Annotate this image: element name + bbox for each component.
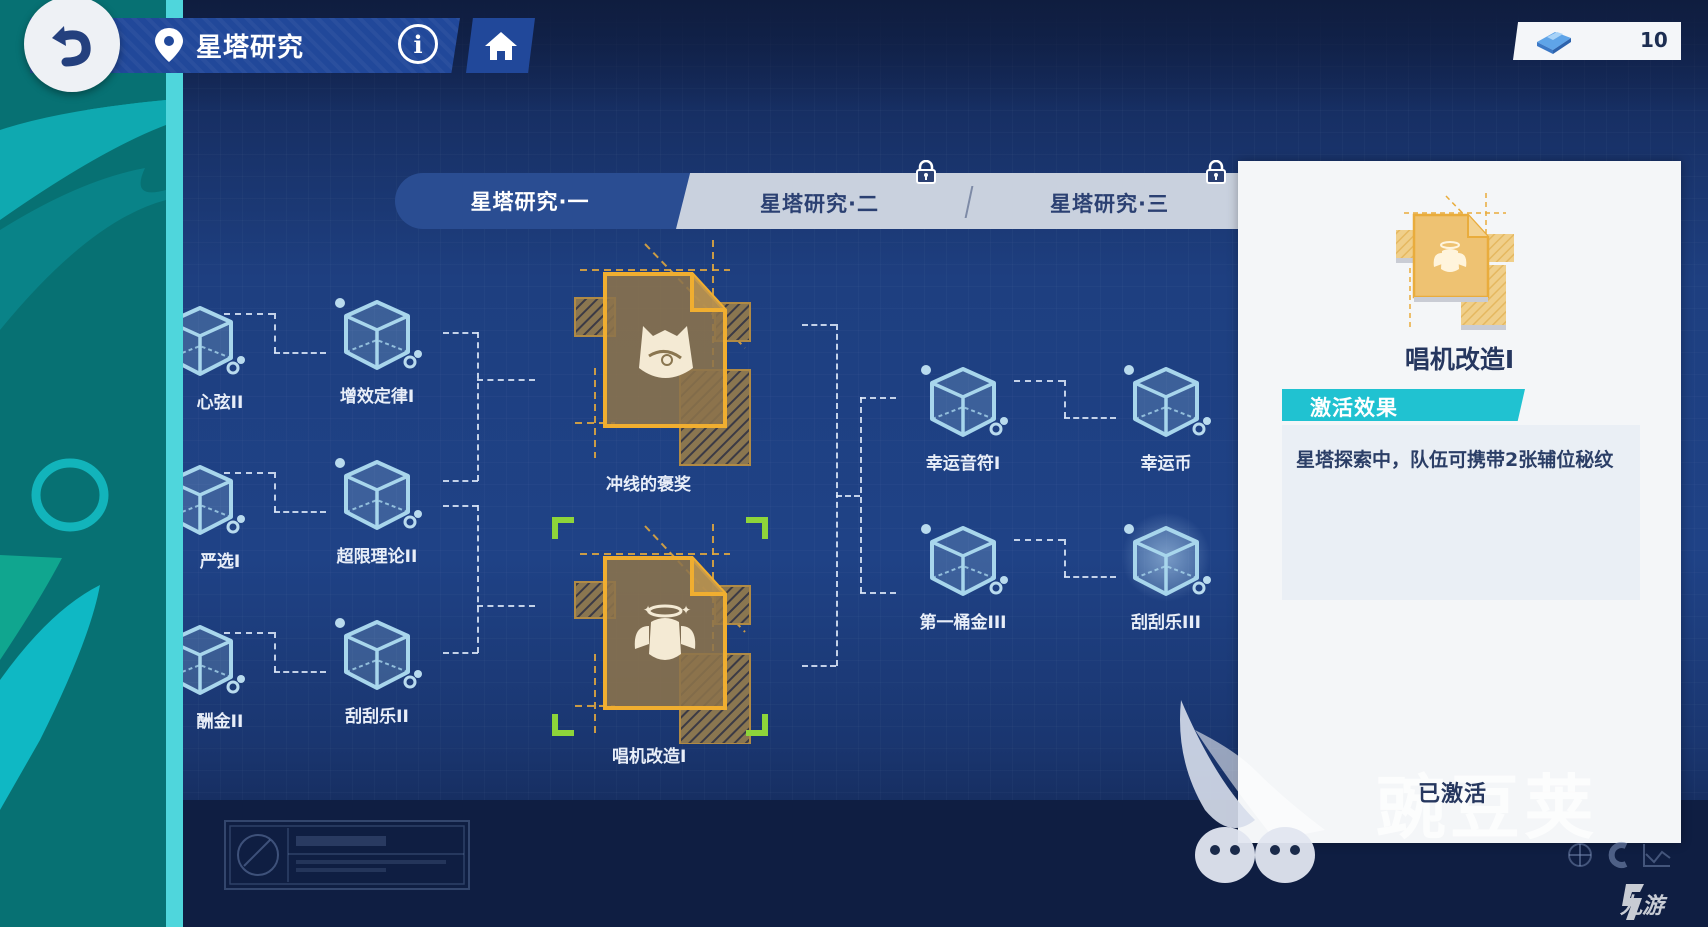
home-icon [484, 31, 517, 60]
tab-star-tower-research-3[interactable]: 星塔研究·三 [1050, 192, 1169, 216]
svg-text:✦: ✦ [681, 603, 691, 617]
decor-plate [224, 820, 470, 890]
cube-icon [1121, 363, 1211, 443]
tab-star-tower-research-1[interactable]: 星塔研究·一 [395, 173, 695, 229]
cube-icon [918, 363, 1008, 443]
activated-status: 已激活 [1418, 782, 1488, 807]
angel-chip-preview-icon [1396, 193, 1514, 330]
lock-icon [1206, 160, 1226, 184]
node-label: 酬金II [196, 712, 244, 732]
tree-node-lucky-coin[interactable]: 幸运币 [1106, 363, 1226, 474]
bag-chip-icon[interactable] [555, 238, 755, 468]
effect-header: 激活效果 [1282, 389, 1525, 421]
selection-corner-icon [552, 517, 574, 539]
tab-star-tower-research-2[interactable]: 星塔研究·二 [760, 192, 879, 216]
svg-text:✦: ✦ [643, 603, 653, 617]
selection-corner-icon [746, 517, 768, 539]
chip-label: 唱机改造I [612, 747, 687, 767]
cube-icon [1121, 522, 1211, 602]
node-label: 幸运币 [1140, 454, 1192, 474]
map-pin-icon [154, 27, 184, 67]
lock-icon [916, 160, 936, 184]
cube-icon [918, 522, 1008, 602]
effect-header-label: 激活效果 [1310, 396, 1398, 420]
detail-title: 唱机改造I [1404, 345, 1515, 374]
selection-corner-icon [746, 714, 768, 736]
tree-node-overlimit-theory[interactable]: 超限理论II [317, 456, 437, 567]
watermark-wandoujia: 豌豆荚 [1376, 767, 1598, 849]
tree-node-scratch-card-3[interactable]: 刮刮乐III [1106, 522, 1226, 633]
tab-label: 星塔研究·一 [470, 190, 590, 214]
pea-mascot-watermark-icon [1180, 700, 1325, 883]
angel-chip-icon[interactable]: ✦ ✦ [555, 514, 755, 744]
footer-icons-decor [1568, 842, 1671, 868]
tab-strip-locked [676, 173, 1240, 229]
tree-node-scratch-card-2[interactable]: 刮刮乐II [317, 616, 437, 727]
tree-node[interactable]: 酬金II [140, 621, 260, 732]
node-label: 严选I [199, 552, 241, 572]
cube-icon [332, 296, 422, 376]
tree-node-lucky-note[interactable]: 幸运音符I [903, 363, 1023, 474]
node-label: 刮刮乐III [1131, 613, 1201, 633]
info-icon: i [413, 29, 423, 59]
home-button[interactable] [466, 18, 535, 73]
blue-crystal-ingot-icon [1533, 26, 1575, 60]
cube-icon [332, 616, 422, 696]
node-label: 幸运音符I [925, 454, 1001, 474]
node-label: 增效定律I [339, 387, 415, 407]
info-button[interactable]: i [398, 24, 438, 64]
tree-node[interactable]: 严选I [140, 461, 260, 572]
tree-node[interactable]: 心弦II [140, 302, 260, 413]
node-label: 刮刮乐II [345, 707, 409, 727]
watermark-jiuyou: 九游 [1620, 894, 1665, 919]
tree-node-first-pot-of-gold[interactable]: 第一桶金III [903, 522, 1023, 633]
cube-icon [332, 456, 422, 536]
selection-corner-icon [552, 714, 574, 736]
effect-box [1282, 425, 1640, 600]
currency-value: 10 [1640, 28, 1668, 52]
node-label: 超限理论II [336, 547, 418, 567]
effect-description: 星塔探索中，队伍可携带2张辅位秘纹 [1296, 449, 1614, 471]
logo-decor-icon [229, 825, 465, 885]
tree-node-synergy-law[interactable]: 增效定律I [317, 296, 437, 407]
node-label: 心弦II [196, 393, 244, 413]
jiuyou-logo-icon [1622, 884, 1644, 920]
node-label: 第一桶金III [919, 613, 1007, 633]
chip-label: 冲线的褒奖 [606, 475, 691, 495]
back-arrow-icon [52, 26, 91, 67]
back-button[interactable] [24, 0, 120, 92]
page-title: 星塔研究 [196, 33, 305, 63]
